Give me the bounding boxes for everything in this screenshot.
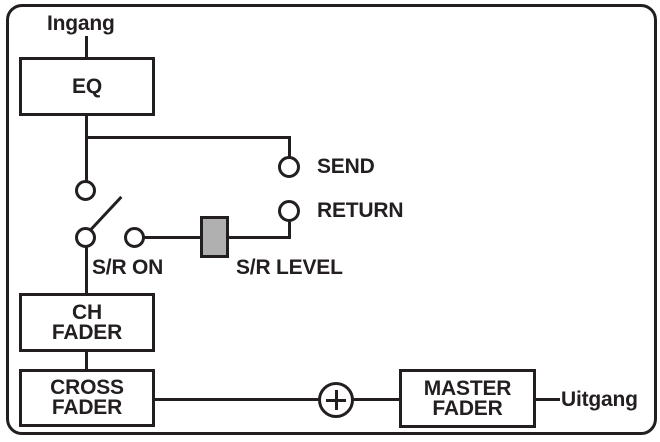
wire-sum-to-masterfader <box>352 398 401 401</box>
switch-contact-top-icon <box>75 180 96 201</box>
ch-fader-label-line1: CH <box>72 300 102 324</box>
output-label: Uitgang <box>561 388 638 411</box>
wire-masterfader-to-output <box>534 398 560 401</box>
wire-branch-to-send <box>85 136 291 139</box>
return-label: RETURN <box>317 199 404 222</box>
wire-crossfader-to-sum <box>153 398 320 401</box>
eq-block-label: EQ <box>72 74 102 98</box>
send-label: SEND <box>317 155 375 178</box>
plus-icon <box>334 390 338 410</box>
master-fader-label-line2: FADER <box>432 396 503 420</box>
switch-contact-left-icon <box>75 227 96 248</box>
send-terminal-icon <box>278 156 300 178</box>
cross-fader-label-line2: FADER <box>51 396 123 419</box>
switch-contact-right-icon <box>124 227 145 248</box>
wire-switch-to-chfader <box>85 246 88 295</box>
return-terminal-icon <box>278 200 300 222</box>
ch-fader-label-line2: FADER <box>51 320 123 344</box>
wire-eq-to-switch <box>85 114 88 181</box>
sum-junction-icon <box>318 382 354 418</box>
wire-switch-to-level <box>143 236 202 239</box>
sr-level-label: S/R LEVEL <box>236 256 343 279</box>
cross-fader-label-line1: CROSS <box>50 376 124 399</box>
cross-fader-block: CROSS FADER <box>19 369 155 427</box>
wire-return-drop <box>288 220 291 239</box>
wire-chfader-to-crossfader <box>85 350 88 371</box>
master-fader-label-line1: MASTER <box>423 376 512 400</box>
sr-on-label: S/R ON <box>92 256 164 279</box>
sr-level-control <box>200 216 229 258</box>
ch-fader-block: CH FADER <box>19 293 155 352</box>
wire-level-to-return <box>227 236 291 239</box>
wire-send-drop <box>288 138 291 157</box>
master-fader-block: MASTER FADER <box>399 369 536 428</box>
input-label: Ingang <box>47 12 115 35</box>
eq-block: EQ <box>19 57 155 116</box>
wire-input-to-eq <box>85 36 88 58</box>
